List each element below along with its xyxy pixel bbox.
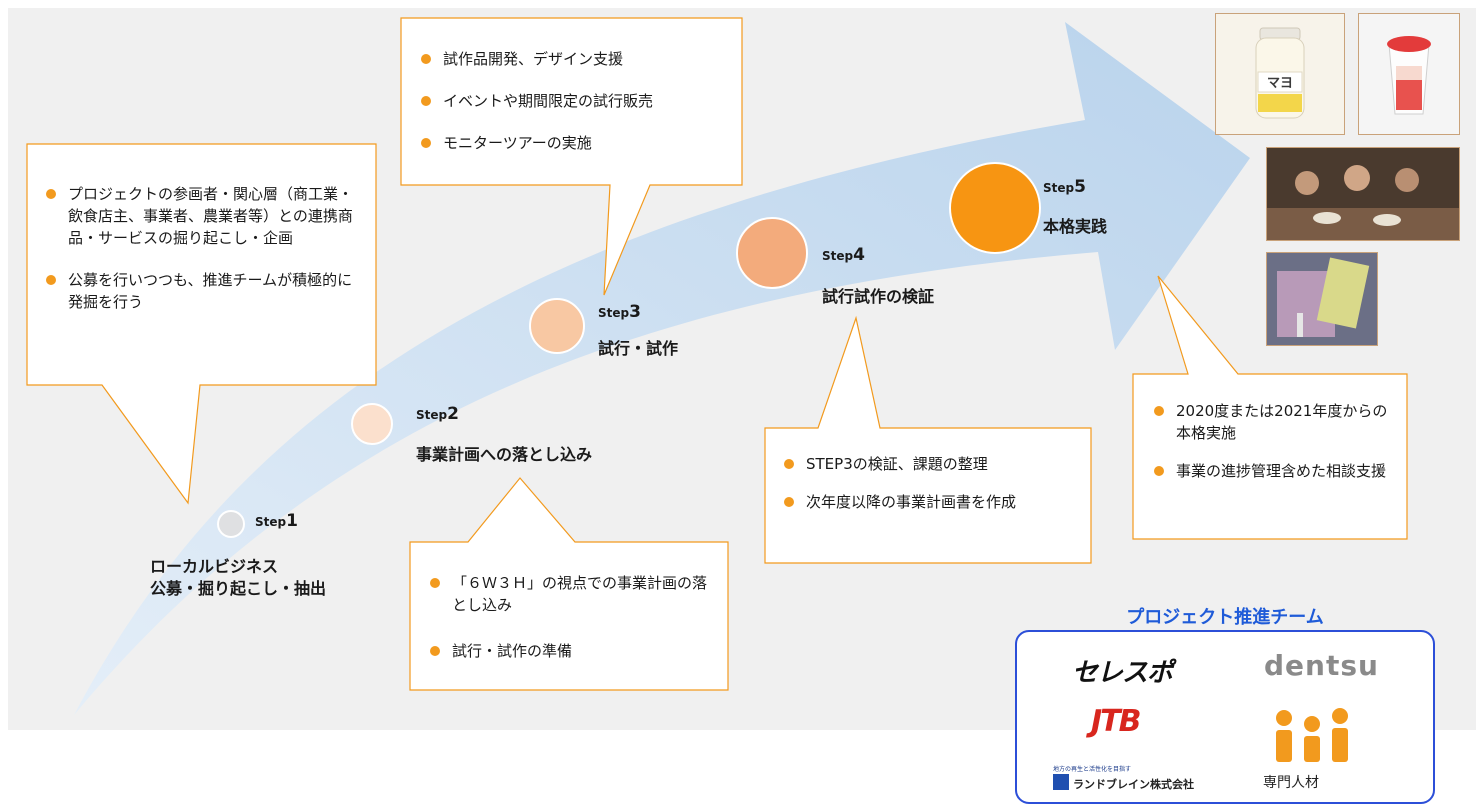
callout-step5-item: 2020度または2021年度からの本格実施: [1152, 400, 1394, 444]
step1-circle: [217, 510, 245, 538]
step2-circle: [351, 403, 393, 445]
callout-step4-item: STEP3の検証、課題の整理: [782, 453, 1072, 475]
mayo-jar-photo: マヨ: [1215, 13, 1345, 135]
step1-tag: Step1: [255, 511, 298, 531]
callout-step2-item: 試行・試作の準備: [428, 640, 718, 662]
step3-tag: Step3: [598, 302, 641, 322]
step4-title: 試行試作の検証: [822, 287, 935, 306]
dentsu-logo: dentsu: [1264, 649, 1379, 682]
callout-step3: 試作品開発、デザイン支援 イベントや期間限定の試行販売 モニターツアーの実施: [419, 48, 739, 154]
step4-circle: [736, 217, 808, 289]
project-team-title: プロジェクト推進チーム: [1126, 607, 1324, 628]
fabric-goods-photo: [1266, 252, 1378, 346]
callout-step4-item: 次年度以降の事業計画書を作成: [782, 491, 1072, 513]
callout-step5: 2020度または2021年度からの本格実施 事業の進捗管理含めた相談支援: [1152, 400, 1394, 482]
landbrain-logo: ランドブレイン株式会社: [1073, 778, 1194, 791]
project-team-panel: セレスポ dentsu JTB 地方の再生と活性化を目指す ランドブレイン株式会…: [1015, 630, 1435, 804]
dessert-photo: [1358, 13, 1460, 135]
callout-step1: プロジェクトの参画者・関心層（商工業・飲食店主、事業者、農業者等）との連携商品・…: [44, 183, 366, 313]
step5-tag: Step5: [1043, 177, 1086, 197]
step5-title: 本格実践: [1043, 217, 1108, 236]
callout-step5-item: 事業の進捗管理含めた相談支援: [1152, 460, 1394, 482]
experts-label: 専門人材: [1263, 775, 1319, 791]
callout-step3-item: モニターツアーの実施: [419, 132, 739, 154]
callout-step1-item: 公募を行いつつも、推進チームが積極的に発掘を行う: [44, 269, 366, 313]
jtb-logo: JTB: [1091, 704, 1141, 739]
landbrain-mark-icon: [1053, 774, 1069, 790]
step2-tag: Step2: [416, 404, 459, 424]
group-dining-photo: [1266, 147, 1460, 241]
callout-step2-item: 「６Ｗ３Ｈ」の視点での事業計画の落とし込み: [428, 572, 718, 616]
landbrain-tagline: 地方の再生と活性化を目指す: [1053, 766, 1132, 773]
step2-title: 事業計画への落とし込み: [416, 445, 593, 464]
step3-title: 試行・試作: [598, 339, 679, 358]
step4-tag: Step4: [822, 245, 865, 265]
callout-step2: 「６Ｗ３Ｈ」の視点での事業計画の落とし込み 試行・試作の準備: [428, 572, 718, 662]
experts-icon: [1276, 708, 1348, 762]
callout-step1-item: プロジェクトの参画者・関心層（商工業・飲食店主、事業者、農業者等）との連携商品・…: [44, 183, 366, 249]
step3-circle: [529, 298, 585, 354]
callout-step3-item: 試作品開発、デザイン支援: [419, 48, 739, 70]
step5-circle: [949, 162, 1041, 254]
callout-step3-item: イベントや期間限定の試行販売: [419, 90, 739, 112]
callout-step4: STEP3の検証、課題の整理 次年度以降の事業計画書を作成: [782, 453, 1072, 513]
celespo-logo: セレスポ: [1072, 658, 1173, 688]
step1-title: ローカルビジネス 公募・掘り起こし・抽出: [150, 557, 327, 598]
jar-label: マヨ: [1267, 76, 1293, 91]
